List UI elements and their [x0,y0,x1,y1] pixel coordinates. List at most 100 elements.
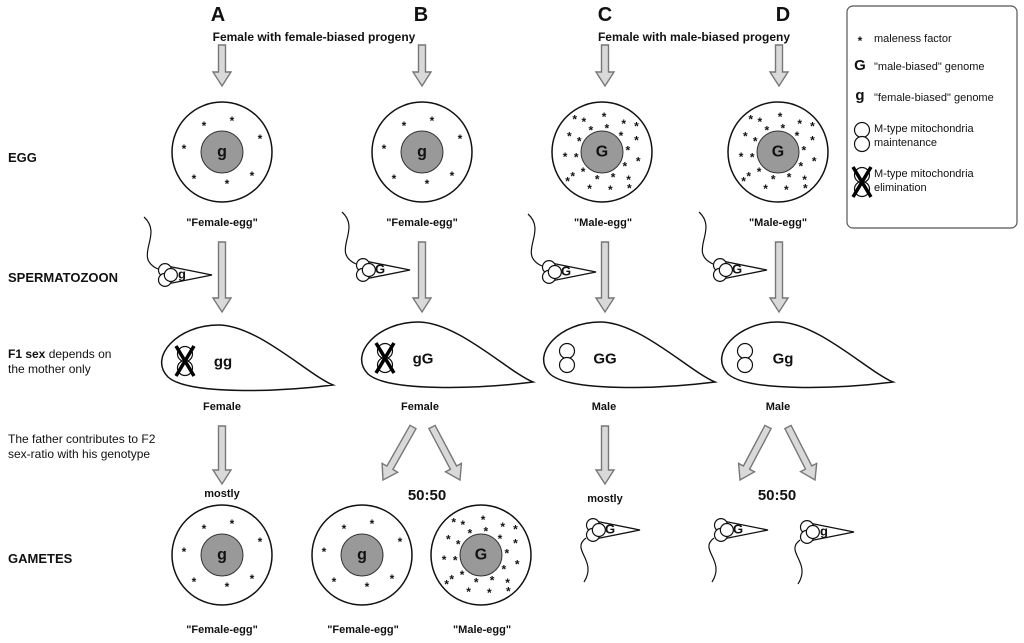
nucleus [200,533,244,577]
gamete-sperm-d1: G [708,518,769,583]
maleness-factor-star: * [574,150,579,164]
maleness-factor-star: * [589,124,594,138]
f1-genotype-label: gg [214,354,232,371]
sperm-a: g [143,216,213,287]
egg-caption-a: "Female-egg" [186,217,258,229]
f1-cell-a: gg [161,324,336,392]
f1-mitochondria [736,342,754,374]
maleness-factor-star: * [500,520,505,534]
sperm-tail [580,537,589,583]
gamete-caption-b1: "Female-egg" [327,624,399,636]
f1-cell-c: GG [543,321,718,389]
header-female-biased: Female with female-biased progeny [212,30,416,44]
maleness-factor-star: * [444,577,449,591]
sperm-tail [794,539,803,585]
maleness-factor-star: * [803,181,808,195]
maleness-factor-star: * [810,134,815,148]
column-letter-d: D [775,4,791,26]
egg-caption-c: "Male-egg" [573,217,633,229]
f1-sex-c: Male [591,401,617,413]
f1-sex-a: Female [203,401,241,413]
maleness-factor-star: * [636,154,641,168]
ratio-c: mostly [587,493,623,505]
maleness-factor-star: * [627,181,632,195]
f1-bold: F1 sex [8,347,46,361]
maleness-factor-star: * [858,34,863,48]
maleness-factor-star: * [622,159,627,173]
nucleus-genome-label: g [217,144,227,161]
arrow-egg-f1-2 [594,241,616,314]
maleness-factor-star: * [483,524,488,538]
maleness-factor-star: * [402,119,407,133]
nucleus [400,130,444,174]
maleness-factor-star: * [581,165,586,179]
legend-male-genome-label: "male-biased" genome [874,61,985,73]
nucleus-genome-label: G [596,144,608,161]
maleness-factor-star: * [801,144,806,158]
maleness-factor-star: * [515,557,520,571]
maleness-factor-star: * [332,575,337,589]
maleness-factor-star: * [595,173,600,187]
column-letter-c: C [597,4,613,26]
maleness-factor-star: * [739,150,744,164]
maleness-factor-star: * [570,170,575,184]
row-label-f1: F1 sex depends on the mother only [8,347,128,377]
nucleus-genome-label: g [357,547,367,564]
ratio-a: mostly [204,488,240,500]
egg-caption-b: "Female-egg" [386,217,458,229]
sperm-genome-label: g [178,267,186,282]
maleness-factor-star: * [192,575,197,589]
f1-rest: depends on the mother only [8,347,112,376]
maleness-factor-star: * [322,545,327,559]
maleness-factor-star: * [481,513,486,527]
maleness-factor-star: * [810,120,815,134]
maleness-factor-star: * [634,134,639,148]
arrow-egg-f1-3 [768,241,790,314]
maleness-factor-star: * [425,177,430,191]
maleness-factor-star: * [748,113,753,127]
arrow-f1-gamete-b2 [427,424,463,482]
maleness-factor-star: * [474,576,479,590]
mitochondrion [805,524,820,540]
mitochondrion [361,262,376,278]
legend-female-genome-label: "female-biased" genome [874,92,994,104]
gamete-sperm-d2: g [794,520,855,585]
maleness-factor-star: * [505,576,510,590]
row-label-egg: EGG [8,150,37,165]
egg-b: *******g [371,101,473,203]
gamete-caption-a1: "Female-egg" [186,624,258,636]
maleness-factor-star: * [581,115,586,129]
maleness-factor-star: * [587,182,592,196]
egg-caption-d: "Male-egg" [748,217,808,229]
nucleus-genome-label: G [475,547,487,564]
mitochondrion [719,522,734,538]
maleness-factor-star: * [787,170,792,184]
sperm-tail [708,537,717,583]
sperm-mitochondria [585,518,606,542]
maleness-factor-star: * [370,517,375,531]
maleness-factor-star: * [572,113,577,127]
maleness-factor-star: * [608,183,613,197]
maleness-factor-star: * [757,115,762,129]
arrow-top-3 [768,44,790,88]
f1-cell-outline [721,321,896,389]
maleness-factor-star: * [446,533,451,547]
sperm-mitochondria [355,258,376,282]
elimination-cross-icon [174,345,196,377]
sperm-tail [341,211,357,265]
maleness-factor-star: * [182,545,187,559]
maleness-factor-star: * [750,150,755,164]
legend-box [846,5,1018,229]
nucleus-genome-label: g [417,144,427,161]
maleness-factor-star: * [460,518,465,532]
elimination-cross-icon [374,342,396,374]
maleness-factor-star: * [398,535,403,549]
sperm-mitochondria [799,520,820,544]
arrow-top-1 [411,44,433,88]
mitochondrion [736,356,754,374]
egg-d: *************************G [727,101,829,203]
gamete-caption-b2: "Male-egg" [452,624,512,636]
mitochondrion [718,262,733,278]
maleness-factor-star: * [802,173,807,187]
